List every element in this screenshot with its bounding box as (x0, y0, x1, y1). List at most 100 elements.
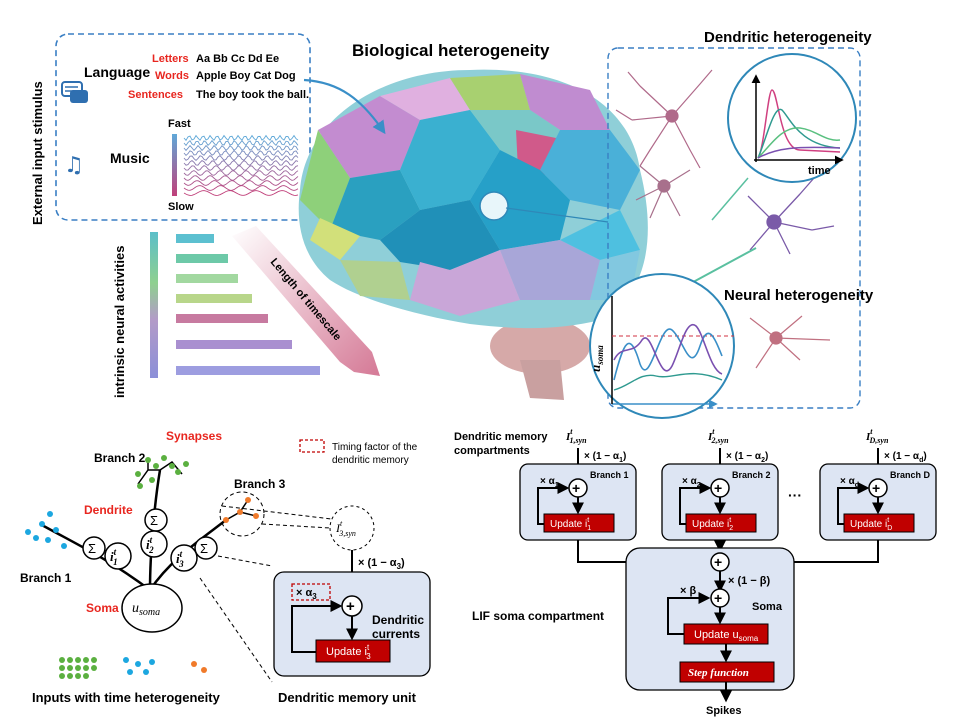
heterogeneity-panel: Dendritic heterogeneity time Neur (588, 29, 874, 419)
music-label: Music (110, 150, 150, 166)
timing-legend-line2: dendritic memory (332, 455, 409, 466)
music-note-icon: ♫ (64, 153, 84, 178)
svg-text:Branch D: Branch D (890, 470, 931, 480)
memory-unit-caption: Dendritic memory unit (278, 690, 417, 705)
soma-compartment-box (625, 547, 795, 691)
timescale-bar (176, 254, 228, 263)
timing-factor-legend-box (299, 439, 325, 453)
chat-icon (61, 81, 88, 103)
neuron-cell (635, 165, 691, 219)
brain-illustration: Biological heterogeneity (298, 41, 648, 400)
synapses-label: Synapses (166, 429, 222, 443)
svg-text:Update usoma: Update usoma (694, 629, 759, 643)
svg-text:usoma: usoma (132, 601, 160, 618)
fast-label: Fast (168, 118, 191, 130)
music-wave (183, 134, 299, 142)
neuron-cell (615, 69, 713, 169)
step-function-box: Step function (679, 661, 775, 683)
branch2-label: Branch 2 (94, 451, 146, 465)
sigma-node: Σ (194, 536, 218, 560)
music-wave (183, 175, 299, 181)
music-wave (183, 165, 299, 171)
spikes-label: Spikes (706, 705, 741, 717)
sentences-value: The boy took the ball. (196, 89, 309, 101)
svg-text:× (1 − αd): × (1 − αd) (884, 451, 927, 464)
intrinsic-label: intrinsic neural activities (112, 246, 127, 398)
branch-ellipsis: ··· (788, 487, 802, 503)
compartments-label-line2: compartments (454, 445, 530, 457)
svg-text:It1,syn: It1,syn (565, 427, 587, 445)
branch3-synapses (223, 497, 259, 523)
letters-key: Letters (152, 53, 189, 65)
svg-text:Σ: Σ (150, 513, 158, 528)
branch1-label: Branch 1 (20, 571, 72, 585)
lif-soma-label: LIF soma compartment (472, 609, 604, 623)
external-stimulus-panel: External input stimulus Language Letters… (30, 33, 311, 225)
unit-decay-label: × (1 − α3) (358, 557, 405, 571)
green-input-dots (59, 657, 97, 679)
u-soma-axis-label: usoma (588, 345, 605, 372)
music-waveforms (183, 134, 299, 196)
svg-text:× α2: × α2 (682, 476, 701, 489)
letters-value: Aa Bb Cc Dd Ee (196, 53, 279, 65)
dendritic-memory-unit: Timing factor of the dendritic memory It… (273, 439, 431, 705)
svg-text:+: + (346, 598, 355, 615)
soma-node: usoma (121, 583, 183, 633)
biological-title: Biological heterogeneity (352, 41, 550, 60)
timing-legend-line1: Timing factor of the (332, 442, 418, 453)
svg-text:Σ: Σ (88, 541, 96, 556)
intrinsic-gradient-bar (150, 232, 158, 378)
dendritic-response-circle (727, 53, 857, 183)
svg-text:+: + (714, 554, 722, 570)
beta-decay-label: × (1 − β) (728, 575, 771, 587)
soma-label: Soma (86, 601, 119, 615)
neural-heterogeneity-title: Neural heterogeneity (724, 287, 874, 304)
timescale-arrow (232, 226, 380, 376)
external-input-label: External input stimulus (30, 81, 45, 225)
svg-text:Σ: Σ (200, 541, 208, 556)
svg-text:Branch 2: Branch 2 (732, 470, 771, 480)
beta-label: × β (680, 585, 696, 597)
music-wave (183, 170, 299, 176)
timescale-bar (176, 294, 252, 303)
music-wave (183, 160, 299, 166)
svg-text:+: + (714, 480, 722, 496)
svg-text:× (1 − α2): × (1 − α2) (726, 451, 768, 464)
svg-text:Update it2: Update it2 (692, 517, 733, 532)
svg-text:Update it1: Update it1 (550, 517, 591, 532)
music-wave (183, 139, 299, 147)
soma-box-label: Soma (752, 601, 783, 613)
sentences-key: Sentences (128, 89, 183, 101)
svg-text:+: + (572, 480, 580, 496)
branch2-synapses (135, 455, 189, 489)
neuron-model: Synapses Branch 2 Dendrite Branch 1 Soma… (20, 429, 341, 705)
words-value: Apple Boy Cat Dog (196, 70, 296, 82)
music-wave (183, 180, 299, 186)
svg-text:Step function: Step function (688, 667, 749, 679)
timescale-bar (176, 314, 268, 323)
music-wave (183, 144, 299, 152)
dendritic-heterogeneity-title: Dendritic heterogeneity (704, 29, 872, 46)
music-wave (183, 185, 299, 191)
inputs-caption: Inputs with time heterogeneity (32, 690, 221, 705)
timescale-bar (176, 234, 214, 243)
music-wave (183, 190, 299, 196)
branch3-label: Branch 3 (234, 477, 286, 491)
neuron-cell (747, 177, 835, 255)
stimulus-arrow (303, 78, 386, 135)
unit-alpha-label: × α3 (296, 587, 317, 601)
svg-text:ItD,syn: ItD,syn (865, 427, 889, 445)
svg-text:× αd: × αd (840, 476, 859, 489)
language-label: Language (84, 64, 150, 80)
timescale-bar (176, 366, 320, 375)
svg-text:it3: it3 (176, 549, 184, 569)
dendritic-currents-line2: currents (372, 627, 420, 641)
